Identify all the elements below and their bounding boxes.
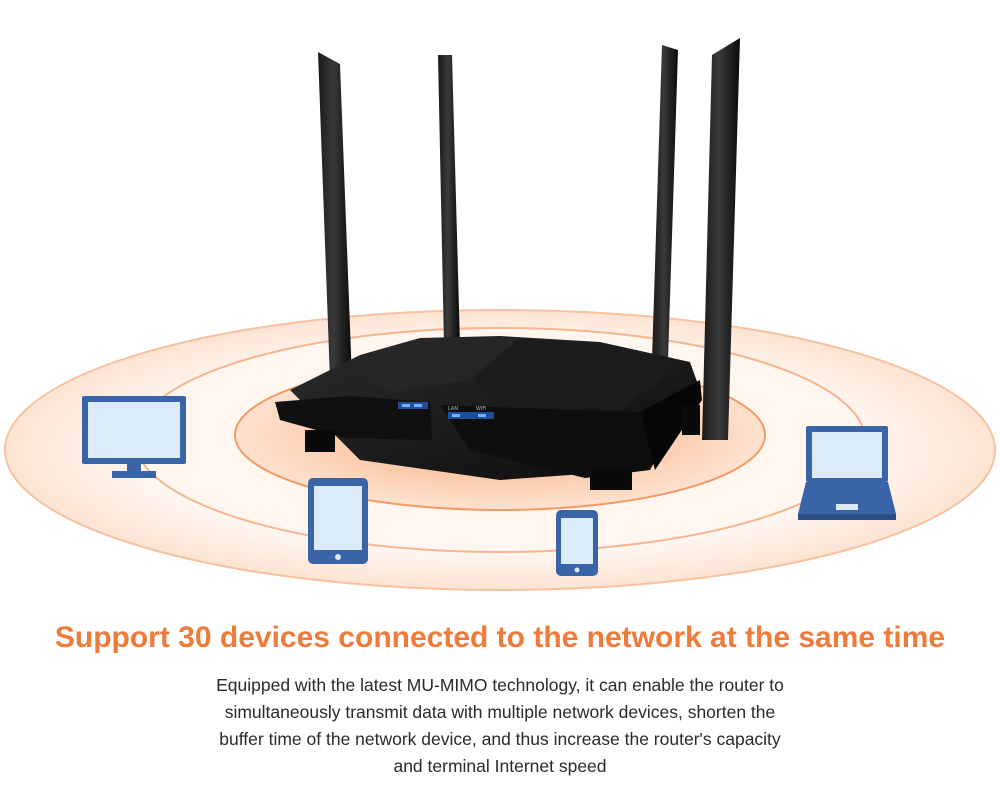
headline: Support 30 devices connected to the netw… xyxy=(54,621,946,654)
antenna-2 xyxy=(438,55,460,345)
router-led-label-lan: LAN xyxy=(448,406,458,412)
antenna-4 xyxy=(702,38,740,440)
router-foot-left xyxy=(305,430,335,452)
router-top-facet-right xyxy=(470,338,680,410)
tablet-icon xyxy=(308,478,368,564)
antenna-3 xyxy=(652,45,678,360)
router-front-right xyxy=(440,398,690,478)
router-foot-back xyxy=(682,405,700,435)
router-led-panel-right: LAN WiFi xyxy=(448,406,494,419)
description: Equipped with the latest MU-MIMO technol… xyxy=(170,672,830,780)
description-line: and terminal Internet speed xyxy=(393,756,607,776)
router-coverage-illustration: LAN WiFi xyxy=(4,38,996,591)
laptop-icon xyxy=(798,426,896,520)
description-line: buffer time of the network device, and t… xyxy=(219,729,781,749)
router-front-left xyxy=(275,396,432,440)
router-led-label-wifi: WiFi xyxy=(476,406,486,412)
description-line: simultaneously transmit data with multip… xyxy=(224,702,776,722)
smartphone-icon xyxy=(556,510,598,576)
description-line: Equipped with the latest MU-MIMO technol… xyxy=(216,675,784,695)
router-foot-right xyxy=(590,470,632,490)
router-right-side xyxy=(640,380,702,470)
router-antennas xyxy=(318,38,740,440)
router-led-panel-left xyxy=(398,402,428,409)
desktop-monitor-icon xyxy=(82,396,186,478)
antenna-1 xyxy=(318,52,352,380)
router-top-facet xyxy=(345,338,520,392)
router: LAN WiFi xyxy=(275,336,702,490)
